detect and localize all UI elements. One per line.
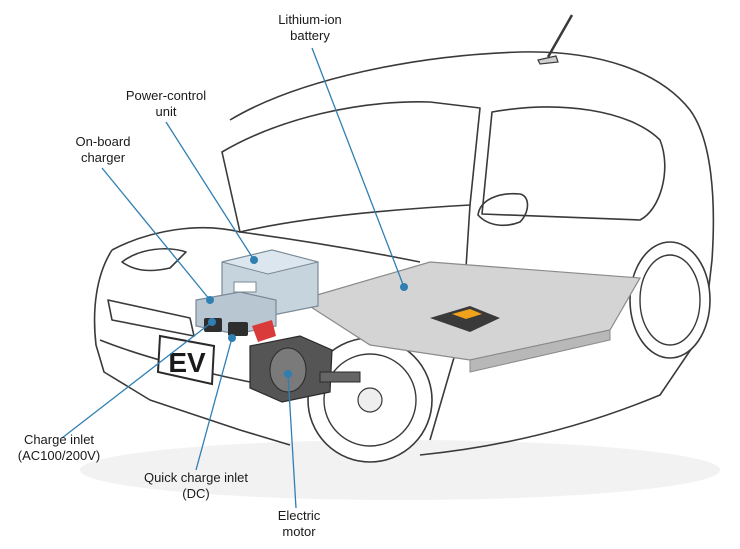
pcu-leader bbox=[165, 121, 255, 261]
leader-lines bbox=[61, 47, 405, 509]
motor-leader bbox=[287, 373, 297, 509]
charger-label-line2: charger bbox=[80, 150, 126, 165]
battery-label: Lithium-ion battery bbox=[250, 12, 370, 44]
car-outline-icon bbox=[93, 51, 715, 456]
charge-inlet-label: Charge inlet (AC100/200V) bbox=[4, 432, 114, 464]
pcu-dot bbox=[250, 256, 258, 264]
motor-dot bbox=[284, 370, 292, 378]
quick-inlet-dot bbox=[228, 334, 236, 342]
pcu-label-line1: Power-control bbox=[125, 88, 207, 103]
motor-label-line2: motor bbox=[282, 524, 316, 539]
charge-inlet-label-line2: (AC100/200V) bbox=[17, 448, 101, 463]
battery-label-line2: battery bbox=[290, 28, 330, 43]
charger-label-line1: On-board bbox=[75, 134, 131, 149]
quick-inlet-label-line1: Quick charge inlet bbox=[143, 470, 249, 485]
front-wheel bbox=[307, 337, 433, 463]
battery-dot bbox=[400, 283, 408, 291]
charge-inlet-label-line1: Charge inlet bbox=[23, 432, 95, 447]
battery-leader bbox=[311, 47, 405, 288]
leader-dots bbox=[206, 256, 408, 378]
plate-text: EV bbox=[168, 347, 206, 378]
battery-label-line1: Lithium-ion bbox=[278, 12, 342, 27]
charger-leader bbox=[101, 167, 211, 301]
charge-inlet-dot bbox=[208, 318, 216, 326]
quick-inlet-label-line2: (DC) bbox=[182, 486, 210, 501]
quick-inlet-label: Quick charge inlet (DC) bbox=[126, 470, 266, 502]
quick-inlet-leader bbox=[195, 337, 233, 471]
ground-shadow bbox=[80, 440, 720, 500]
charge-inlet-leader bbox=[61, 321, 213, 439]
license-plate: EV bbox=[156, 334, 216, 386]
pcu-label-line2: unit bbox=[155, 104, 177, 119]
charger-dot bbox=[206, 296, 214, 304]
charger-label: On-board charger bbox=[58, 134, 148, 166]
pcu-label: Power-control unit bbox=[106, 88, 226, 120]
rear-wheel bbox=[629, 241, 711, 359]
motor-label-line1: Electric bbox=[277, 508, 321, 523]
antenna-icon bbox=[537, 14, 574, 65]
motor-label: Electric motor bbox=[254, 508, 344, 540]
battery-pack-icon bbox=[298, 261, 641, 373]
